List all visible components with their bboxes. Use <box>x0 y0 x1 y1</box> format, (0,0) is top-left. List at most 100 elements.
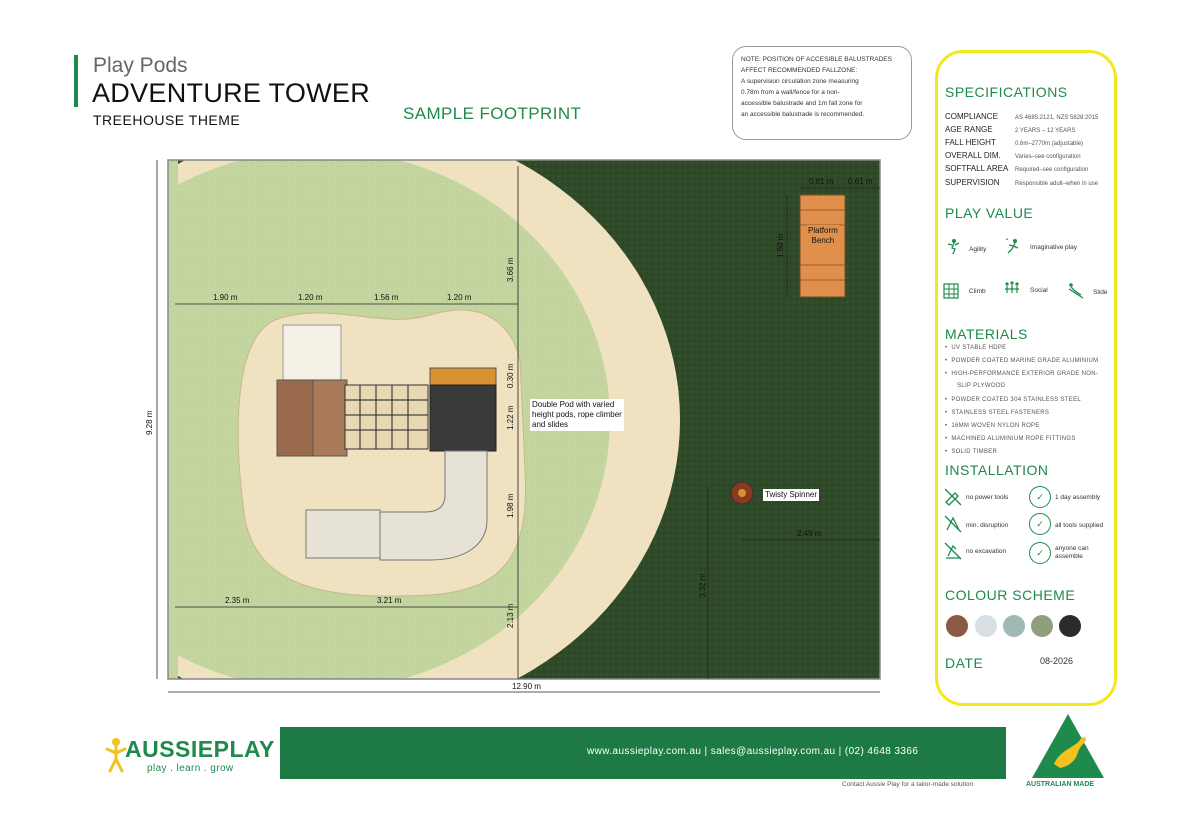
footer-band <box>280 727 1006 779</box>
colour-swatch <box>975 615 997 637</box>
installation-item: min. disruption <box>966 522 1009 529</box>
all-tools-icon: ✓ <box>1029 513 1051 535</box>
callout-line: Bench <box>811 236 835 245</box>
climb-icon <box>943 283 959 299</box>
one-day-icon: ✓ <box>1029 486 1051 508</box>
no-excavation-icon <box>944 542 962 560</box>
australian-made-kangaroo-icon <box>1032 714 1104 778</box>
installation-item: all tools supplied <box>1055 522 1104 529</box>
aussieplay-logo-figure-icon <box>105 738 127 773</box>
dim-label: 0.61 m <box>848 177 873 186</box>
social-icon <box>1005 281 1019 293</box>
material-item: • 16MM WOVEN NYLON ROPE <box>945 423 1040 429</box>
pod-panel-right <box>312 379 348 457</box>
callout-line: and slides <box>532 420 569 429</box>
dim-label: 1.90 m <box>213 293 238 302</box>
pod-callout: Double Pod with varied height pods, rope… <box>530 399 624 431</box>
material-item: SLIP PLYWOOD <box>957 383 1006 389</box>
footprint-diagram <box>156 159 881 693</box>
dim-label: 1.22 m <box>506 405 515 430</box>
callout-line: height pods, rope climber <box>532 410 622 419</box>
material-item: • MACHINED ALUMINIUM ROPE FITTINGS <box>945 436 1076 442</box>
aussieplay-tagline: play . learn . grow <box>147 763 234 774</box>
colour-swatch <box>1031 615 1053 637</box>
tube-slide <box>379 450 488 561</box>
dim-label: 9.28 m <box>145 410 154 435</box>
slide-icon <box>1068 283 1084 299</box>
material-item: • POWDER COATED 304 STAINLESS STEEL <box>945 397 1082 403</box>
footprint-label: SAMPLE FOOTPRINT <box>403 104 582 123</box>
note-line: A supervision circulation zone measuring <box>741 78 859 85</box>
dim-label: 3.21 m <box>377 596 402 605</box>
dim-label: 3.66 m <box>506 257 515 282</box>
material-item: • UV STABLE HDPE <box>945 345 1007 351</box>
note-line: 0.78m from a wall/fence for a non- <box>741 89 840 96</box>
dim-label: 12.90 m <box>512 682 541 691</box>
australian-made-label: AUSTRALIAN MADE <box>1026 781 1095 788</box>
tower-pod <box>429 384 497 452</box>
materials-title: MATERIALS <box>945 326 1028 342</box>
play-value-item: Social <box>1030 287 1048 294</box>
spinner-callout: Twisty Spinner <box>763 489 820 501</box>
slide-exit <box>305 509 381 559</box>
pod-panel-left <box>276 379 314 457</box>
bench-callout: Platform Bench <box>806 225 840 247</box>
colour-swatch <box>1059 615 1081 637</box>
installation-item: no excavation <box>966 548 1007 555</box>
dim-label: 2.49 m <box>797 529 822 538</box>
dim-label: 1.20 m <box>447 293 472 302</box>
dim-label: 1.56 m <box>374 293 399 302</box>
dim-label: 1.60 m <box>776 233 785 258</box>
spec-row: OVERALL DIM.Varies–see configuration <box>945 151 1081 160</box>
play-value-item: Agility <box>969 246 987 253</box>
dim-label: 0.81 m <box>809 177 834 186</box>
callout-line: Platform <box>808 226 838 235</box>
rope-climber <box>344 384 429 450</box>
min-disruption-icon <box>944 515 962 533</box>
callout-line: Double Pod with varied <box>532 400 615 409</box>
no-power-tools-icon <box>944 488 962 506</box>
specs-title: SPECIFICATIONS <box>945 84 1068 100</box>
material-item: • STAINLESS STEEL FASTENERS <box>945 410 1050 416</box>
product-theme: TREEHOUSE THEME <box>93 112 241 128</box>
colour-scheme-title: COLOUR SCHEME <box>945 587 1076 603</box>
play-value-title: PLAY VALUE <box>945 205 1034 221</box>
material-item: • HIGH-PERFORMANCE EXTERIOR GRADE NON- <box>945 371 1099 377</box>
installation-item: 1 day assembly <box>1055 494 1101 501</box>
tailor-note: Contact Aussie Play for a tailor-made so… <box>842 781 974 788</box>
date-value: 08-2026 <box>1040 656 1074 666</box>
aussieplay-logo: AUSSIEPLAY <box>125 736 275 762</box>
installation-title: INSTALLATION <box>945 462 1049 478</box>
play-value-item: Climb <box>969 288 986 295</box>
fallzone-note: NOTE: POSITION OF ACCESIBLE BALUSTRADES … <box>732 46 912 140</box>
note-line: an accessible balustrade is recommended. <box>741 111 865 118</box>
note-line: accessible balustrade and 1m fall zone f… <box>741 100 863 107</box>
dim-label: 1.98 m <box>506 493 515 518</box>
spec-panel <box>935 50 1117 706</box>
contact-details: www.aussieplay.com.au | sales@aussieplay… <box>587 746 919 757</box>
dim-label: 0.30 m <box>506 363 515 388</box>
note-line: NOTE: POSITION OF ACCESIBLE BALUSTRADES <box>741 56 892 63</box>
anyone-assemble-icon: ✓ <box>1029 542 1051 564</box>
material-item: • POWDER COATED MARINE GRADE ALUMINIUM <box>945 358 1099 364</box>
tower-top <box>429 367 497 387</box>
agility-icon <box>947 239 960 255</box>
pod-roof <box>282 324 342 384</box>
dim-label: 3.32 m <box>698 573 707 598</box>
note-line: AFFECT RECOMMENDED FALLZONE: <box>741 67 858 74</box>
colour-swatch <box>1003 615 1025 637</box>
installation-item: anyone can assemble <box>1055 545 1089 560</box>
title-accent-bar <box>74 55 78 107</box>
date-label: DATE <box>945 655 984 671</box>
colour-swatch <box>946 615 968 637</box>
product-line: Play Pods <box>93 54 188 77</box>
dim-label: 2.13 m <box>506 603 515 628</box>
dim-label: 1.20 m <box>298 293 323 302</box>
material-item: • SOLID TIMBER <box>945 449 998 455</box>
installation-item: no power tools <box>966 494 1009 501</box>
